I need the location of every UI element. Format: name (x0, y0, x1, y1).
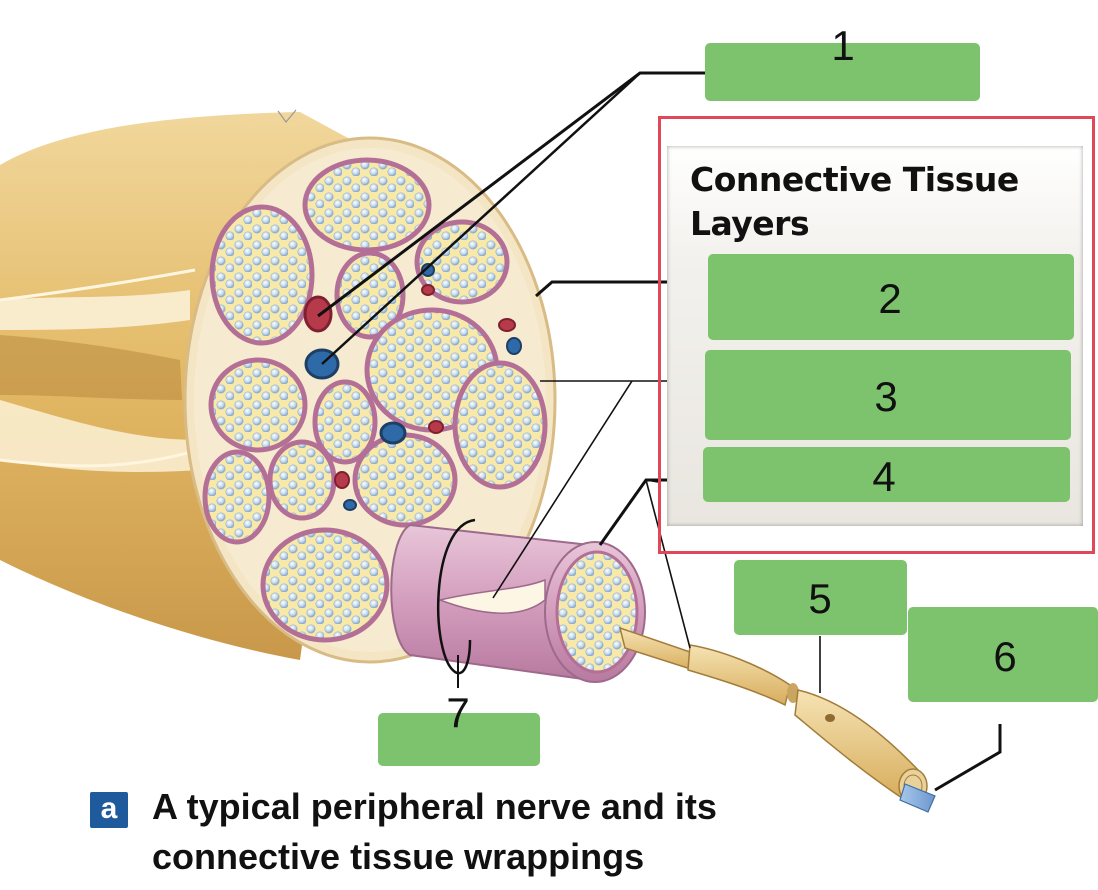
nerve-fiber (618, 626, 936, 813)
fascicles (202, 157, 548, 643)
tick-mark (277, 109, 297, 123)
label-number-7: 7 (446, 689, 470, 736)
label-box-5[interactable] (734, 560, 907, 635)
connective-tissue-panel-border (658, 116, 1095, 554)
label-box-6[interactable] (908, 607, 1098, 702)
label-box-4[interactable] (703, 447, 1070, 502)
label-number-6: 6 (993, 633, 1017, 680)
caption-line-2: connective tissue wrappings (152, 836, 645, 877)
caption-line-1: A typical peripheral nerve and its (152, 786, 717, 827)
panel-title: Connective Tissue Layers (690, 158, 1080, 246)
label-number-3: 3 (874, 373, 898, 420)
label-box-2[interactable] (708, 254, 1074, 340)
label-box-7[interactable] (378, 713, 540, 766)
label-number-4: 4 (872, 453, 896, 500)
label-number-2: 2 (878, 275, 902, 322)
label-box-1[interactable] (705, 43, 980, 101)
extracted-fascicle (390, 523, 646, 683)
caption-badge: a (90, 792, 128, 828)
panel-title-line2: Layers (690, 204, 810, 243)
label-number-5: 5 (808, 575, 832, 622)
panel-title-line1: Connective Tissue (690, 160, 1019, 199)
leader-lines (317, 71, 1002, 792)
label-number-1: 1 (831, 22, 855, 69)
label-box-3[interactable] (705, 350, 1071, 440)
blood-vessels (303, 263, 522, 511)
